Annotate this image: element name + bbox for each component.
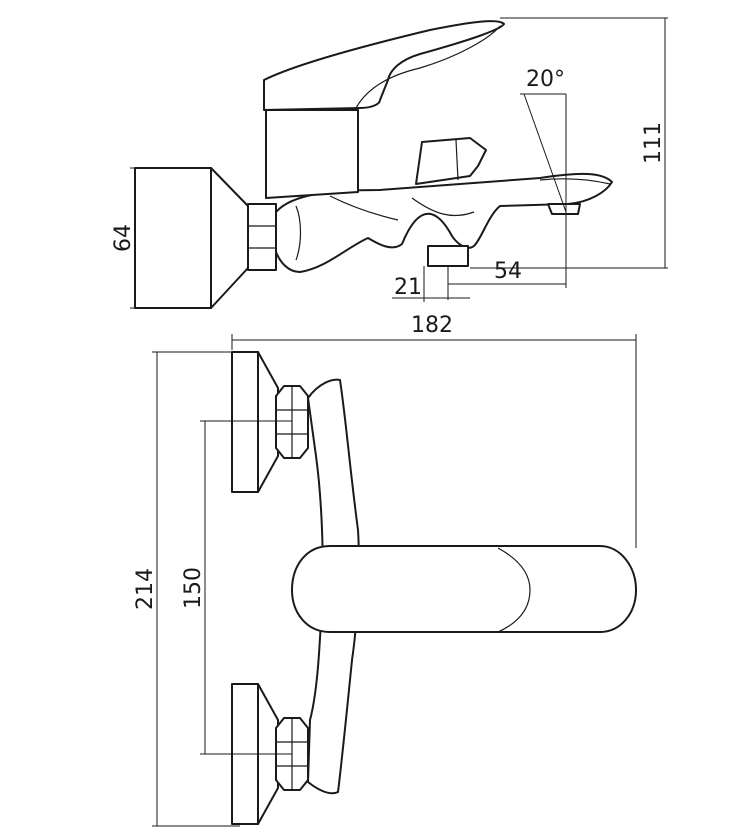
- dim-64: 64: [111, 167, 140, 309]
- side-diverter-top-knob: [415, 137, 487, 185]
- dim-182: 182: [231, 313, 637, 548]
- side-wall-flange: [134, 167, 249, 309]
- dim-label-54: 54: [494, 259, 522, 284]
- dim-label-214: 214: [133, 568, 158, 610]
- dim-111: 111: [470, 17, 668, 269]
- side-diverter-knob: [427, 245, 469, 267]
- dim-label-64: 64: [111, 224, 136, 252]
- top-view: [231, 351, 637, 825]
- dim-214: 214: [133, 351, 240, 827]
- dim-54: 54: [447, 259, 566, 300]
- top-spout-body: [291, 545, 637, 633]
- dim-label-21: 21: [394, 275, 422, 300]
- dim-label-20-degrees: 20°: [526, 67, 565, 92]
- top-upper-flange: [231, 351, 279, 493]
- dim-label-111: 111: [641, 122, 666, 164]
- side-lever-handle: [263, 20, 505, 111]
- side-cartridge-column: [265, 109, 359, 199]
- dim-20-degrees: 20°: [520, 67, 567, 288]
- dim-21: 21: [392, 266, 470, 302]
- dim-label-182: 182: [411, 313, 453, 338]
- side-hex-nut: [247, 203, 277, 271]
- dim-150: 150: [181, 420, 292, 755]
- dim-label-150: 150: [181, 567, 206, 609]
- top-upper-hex-nut: [275, 385, 309, 459]
- side-view: [134, 20, 613, 309]
